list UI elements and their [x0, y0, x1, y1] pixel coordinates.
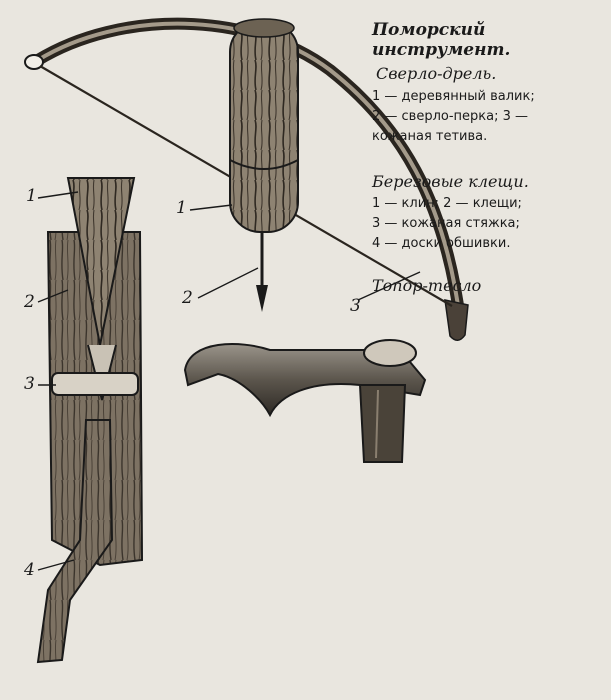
- tongs-heading: Березовые клещи.: [372, 172, 529, 191]
- drill-label-2: 2: [182, 288, 193, 308]
- bow-end-cap: [24, 54, 44, 70]
- bow-tip: [444, 299, 469, 341]
- drill-line-2: 2 — сверло-перка; 3 —: [372, 109, 529, 124]
- axe-blade: [183, 343, 427, 418]
- leather-tie: [51, 372, 139, 396]
- axe-eye: [363, 339, 417, 367]
- tongs-label-2: 2: [24, 292, 35, 312]
- drill-heading: Сверло-дрель.: [376, 64, 497, 83]
- leader-lines: [37, 191, 421, 571]
- wedge: [66, 177, 136, 346]
- drill-label-3: 3: [350, 296, 361, 316]
- axe-adze: [183, 339, 427, 463]
- tongs-label-3: 3: [24, 374, 35, 394]
- axe-heading: Топор-тесло: [372, 276, 482, 295]
- caption-title: Поморский инструмент.: [372, 20, 511, 60]
- drill-line-3: кожаная тетива.: [372, 129, 488, 144]
- planking-boards: [36, 419, 114, 664]
- tongs-body: [46, 231, 144, 567]
- axe-handle: [358, 384, 407, 463]
- birch-tongs: [36, 177, 144, 664]
- bow-drill: [24, 17, 469, 341]
- tongs-line-3: 4 — доски обшивки.: [372, 236, 511, 251]
- tongs-label-4: 4: [24, 560, 35, 580]
- tongs-label-1: 1: [26, 186, 37, 206]
- wooden-roller: [229, 21, 299, 233]
- tongs-line-1: 1 — клин; 2 — клещи;: [372, 196, 522, 211]
- drill-line-1: 1 — деревянный валик;: [372, 89, 535, 104]
- drill-label-1: 1: [176, 198, 187, 218]
- tongs-line-2: 3 — кожаная стяжка;: [372, 216, 520, 231]
